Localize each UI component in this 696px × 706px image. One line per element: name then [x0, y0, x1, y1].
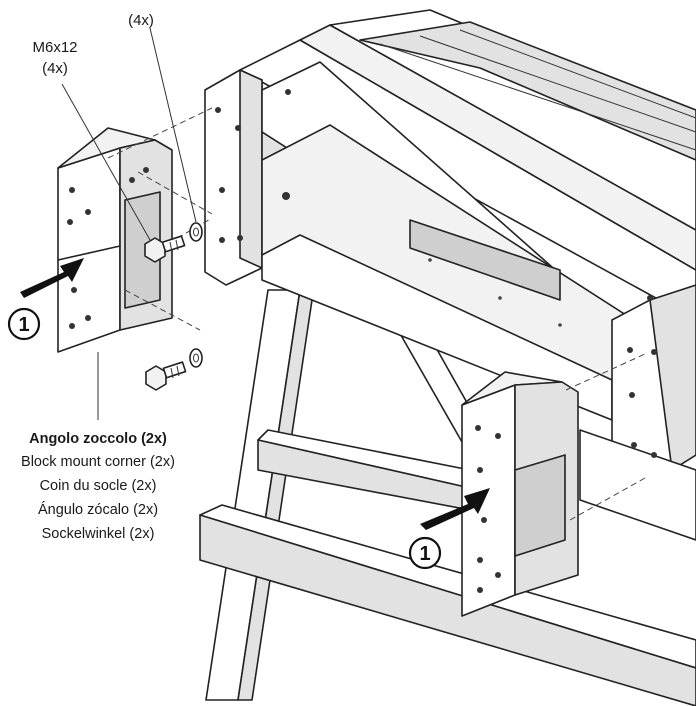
step-circle-icon: 1: [408, 536, 442, 570]
step-number-left: 1: [18, 314, 29, 336]
washer-icon: [189, 348, 203, 368]
step-circle-icon: 1: [7, 307, 41, 341]
part-name-german: Sockelwinkel (2x): [42, 526, 155, 542]
part-name-spanish: Ángulo zócalo (2x): [38, 501, 158, 518]
arrow-icon: [20, 258, 84, 298]
part-name-english: Block mount corner (2x): [21, 454, 175, 470]
callout-leaders: [61, 27, 197, 420]
right-block-mount-corner: [461, 371, 579, 617]
left-block-mount-corner: [57, 127, 173, 353]
trestle-stand: [199, 289, 696, 706]
rail-slots: [359, 21, 696, 161]
screw-icon: [144, 235, 186, 263]
screw-qty-label: (4x): [42, 60, 68, 77]
cabinet-frame: [204, 9, 696, 541]
washer-icon: [189, 222, 203, 242]
screw-icon: [145, 361, 187, 391]
washer-qty-label: (4x): [128, 12, 154, 29]
alignment-lines-right: [565, 353, 646, 521]
step-number-right: 1: [419, 543, 430, 565]
part-name-italian: Angolo zoccolo (2x): [29, 431, 167, 447]
part-name-french: Coin du socle (2x): [40, 478, 157, 494]
arrow-icon: [420, 488, 490, 530]
screw-size-label: M6x12: [32, 39, 77, 56]
